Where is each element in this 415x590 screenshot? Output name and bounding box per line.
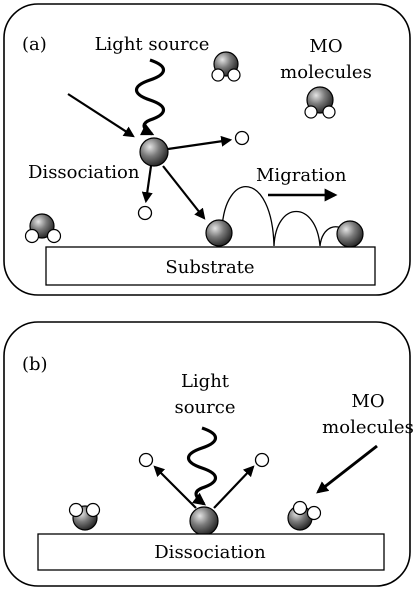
panel-b-ligand-arrow-right — [213, 465, 255, 509]
panel-a-tag: (a) — [22, 34, 47, 55]
panel-a-light-source-label: Light source — [95, 34, 210, 55]
panel-a-mo-molecule-top — [211, 51, 241, 82]
panel-a-light-wave — [134, 58, 166, 136]
panel-b: (b) Light source MO molecules Dissociati… — [3, 321, 414, 587]
panel-a-ligand-right — [234, 130, 250, 146]
panel-a-migration-label: Migration — [256, 165, 347, 186]
panel-b-frame — [3, 321, 411, 587]
panel-b-metal-atom — [189, 506, 219, 536]
panel-b-substrate — [37, 533, 385, 571]
panel-a-ligand-down — [137, 205, 153, 221]
panel-b-mo-label-line1: MO — [351, 391, 384, 412]
panel-a-ligand-arrow-down — [141, 165, 153, 204]
panel-a-dissociation-label: Dissociation — [28, 162, 140, 183]
panel-a: (a) Light source MO molecules Dissociati… — [3, 3, 411, 296]
panel-b-incoming-arrow — [316, 444, 378, 494]
panel-a-mo-label-line1: MO — [309, 36, 342, 57]
panel-a-hopping-path — [221, 186, 347, 247]
panel-a-adsorbed-atom-left — [205, 219, 233, 247]
panel-a-frame — [3, 3, 411, 296]
panel-b-light-wave — [186, 426, 218, 506]
panel-b-light-label-line1: Light — [181, 371, 230, 392]
panel-a-mo-molecule-right — [304, 86, 336, 119]
panel-b-mo-label-line2: molecules — [322, 417, 414, 438]
panel-b-light-label-line2: source — [174, 397, 235, 418]
panel-a-substrate-label: Substrate — [165, 257, 254, 278]
panel-b-ligand-right — [254, 452, 270, 468]
panel-a-metal-atom — [139, 137, 169, 167]
panel-b-adsorbed-molecule-right — [287, 500, 322, 531]
panel-a-adsorbed-atom-right — [336, 220, 364, 248]
panel-b-ligand-left — [138, 452, 154, 468]
panel-b-substrate-label: Dissociation — [154, 542, 266, 563]
panel-a-substrate — [45, 246, 376, 286]
panel-b-tag: (b) — [22, 354, 48, 375]
panel-b-ligand-arrow-left — [153, 465, 197, 509]
panel-a-incoming-arrow — [67, 93, 135, 138]
panel-a-atom-arrow — [162, 165, 206, 220]
panel-a-adsorbed-molecule — [24, 213, 62, 244]
panel-a-ligand-arrow-right — [167, 135, 233, 151]
panel-a-mo-label-line2: molecules — [280, 62, 372, 83]
panel-b-adsorbed-molecule-left — [68, 502, 101, 531]
